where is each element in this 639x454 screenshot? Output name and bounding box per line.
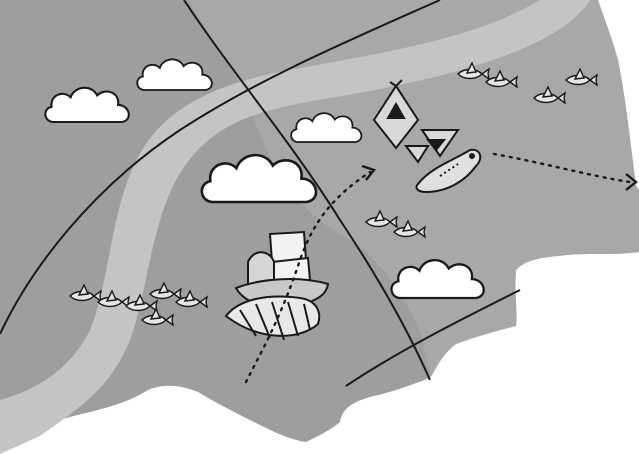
route-path: [244, 170, 372, 384]
sea-creature-icon: [415, 148, 482, 194]
route-arrow-icon: [625, 173, 638, 191]
river: [0, 0, 590, 454]
route-path: [492, 152, 632, 184]
mountain-tent-icon: [372, 79, 460, 164]
route-arrow-icon: [361, 164, 377, 181]
boundary-line-south: [345, 289, 521, 387]
boundary-line-north: [0, 0, 441, 335]
boundary-line-diagonal: [183, 0, 431, 381]
flying-ship-icon: [224, 230, 330, 341]
